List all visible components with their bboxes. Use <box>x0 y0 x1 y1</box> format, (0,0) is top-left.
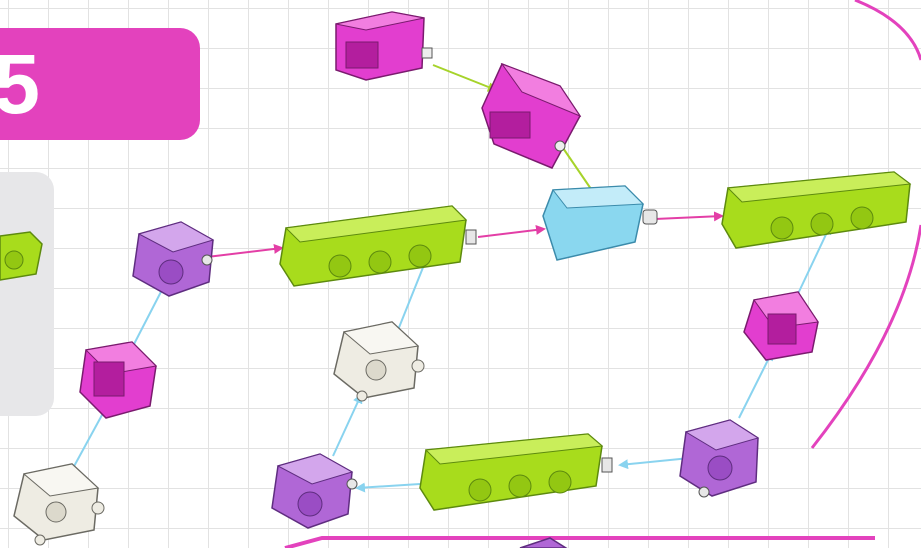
white-cube-piece <box>333 321 425 402</box>
arrow-pink-2 <box>477 224 546 238</box>
banner-label-crop: 5 <box>0 48 40 120</box>
arrow-blue-6 <box>618 457 691 470</box>
arrow-pink-1 <box>206 243 284 258</box>
arrow-blue-4 <box>332 393 363 457</box>
white-cube-piece <box>13 463 105 546</box>
purple-partial-piece <box>519 537 568 548</box>
banner-label: 5 <box>0 48 40 120</box>
decor-curve-right <box>810 224 921 449</box>
decor-curve-top-right <box>854 0 921 61</box>
cyan-connector-piece <box>542 185 658 261</box>
title-banner: 5 <box>0 28 200 140</box>
green-brick-partial-piece <box>0 231 43 281</box>
legend-panel <box>0 172 54 416</box>
magenta-cube-piece <box>335 11 433 81</box>
decor-line-bottom <box>284 536 875 548</box>
magenta-cube-piece <box>79 341 158 419</box>
magenta-cube-piece <box>481 62 582 169</box>
arrow-pink-3 <box>654 211 724 222</box>
arrow-blue-7 <box>738 350 773 419</box>
green-brick-piece <box>721 171 912 249</box>
arrow-blue-8 <box>795 224 832 299</box>
arrow-blue-2 <box>131 282 166 349</box>
arrow-green-1 <box>432 64 498 92</box>
purple-cube-piece <box>271 453 358 529</box>
purple-cube-piece <box>132 221 215 297</box>
green-brick-piece <box>279 205 477 287</box>
magenta-cube-piece <box>743 291 819 361</box>
arrow-blue-5 <box>355 482 421 493</box>
green-brick-piece <box>419 433 613 511</box>
purple-cube-piece <box>679 419 760 498</box>
